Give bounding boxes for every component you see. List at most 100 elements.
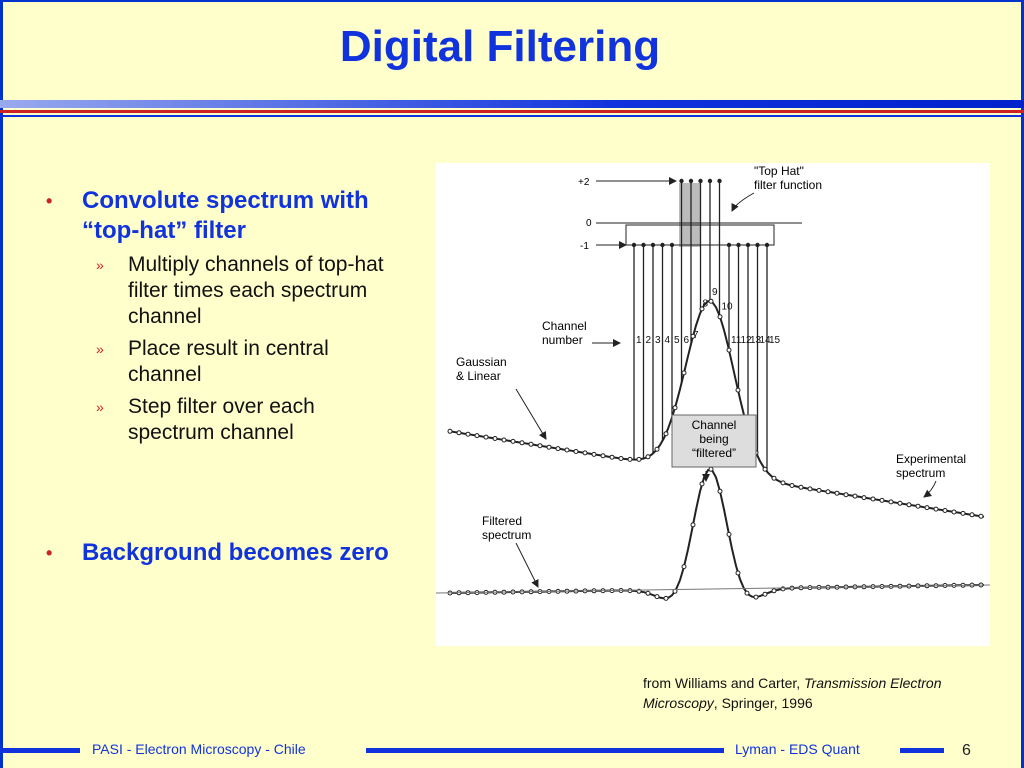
title-divider-thin — [0, 115, 1024, 117]
label-linear: & Linear — [456, 369, 501, 383]
arrow-gaussian — [515, 388, 547, 440]
filtered-point — [699, 481, 705, 487]
sub-bullet-text: Multiply channels of top-hat filter time… — [128, 253, 384, 328]
spectrum-point — [447, 428, 453, 434]
sub-bullet-item: » Multiply channels of top-hat filter ti… — [40, 252, 390, 330]
label-gaussian: Gaussian — [456, 355, 507, 369]
label-channel-being-1: Channel — [692, 418, 737, 432]
spectrum-point — [636, 456, 642, 462]
filtered-point — [753, 594, 759, 600]
spectrum-point — [609, 454, 615, 460]
spectrum-point — [627, 456, 633, 462]
spectrum-point — [726, 347, 732, 353]
filter-point — [736, 242, 741, 248]
spectrum-point — [708, 298, 714, 304]
spectrum-point — [573, 449, 579, 454]
spectrum-point — [690, 333, 696, 339]
spectrum-point — [528, 441, 534, 447]
label-zero: 0 — [586, 218, 592, 229]
spectrum-point — [465, 431, 471, 437]
filter-point — [726, 242, 732, 248]
filter-point — [641, 242, 646, 248]
spectrum-point — [591, 451, 597, 457]
sub-bullet-item: » Step filter over each spectrum channel — [40, 394, 390, 446]
arrow-filtered — [515, 542, 539, 588]
filtered-point — [726, 531, 732, 537]
filter-point — [745, 242, 751, 248]
bullet-dot-icon: • — [46, 543, 53, 563]
channel-number-label: 4 — [665, 335, 671, 346]
top-hat-shading — [679, 183, 701, 247]
spectrum-point — [888, 499, 894, 505]
spectrum-point — [780, 480, 786, 486]
label-top-hat: "Top Hat" — [754, 164, 804, 178]
filtered-point — [663, 595, 669, 601]
chevron-icon: » — [96, 257, 104, 273]
filtered-point — [708, 466, 714, 472]
label-filtered-spectrum: spectrum — [482, 528, 531, 542]
spectrum-point — [492, 436, 498, 441]
channel-number-label: 12 — [741, 335, 753, 346]
caption-book-title: Transmission Electron Microscopy — [643, 675, 942, 711]
filter-point — [698, 178, 703, 184]
bullet-dot-icon: • — [46, 191, 53, 211]
footer-line — [900, 748, 944, 753]
spectrum-point — [600, 453, 606, 459]
label-channel-being-2: being — [699, 432, 728, 446]
footer-left-text: PASI - Electron Microscopy - Chile — [92, 741, 306, 757]
filtered-point — [771, 588, 777, 594]
channel-being-filtered-box — [671, 414, 757, 468]
spectrum-point — [645, 454, 651, 460]
title-divider-red — [0, 110, 1024, 113]
spectrum-point — [474, 433, 480, 439]
spectrum-point — [978, 513, 984, 519]
label-channel-being-3: “filtered” — [692, 446, 736, 460]
zero-baseline — [436, 584, 990, 594]
spectrum-point — [879, 497, 885, 503]
bullet-text: Background becomes zero — [82, 539, 389, 566]
spectrum-point — [861, 495, 867, 501]
filter-point — [717, 178, 722, 184]
spectrum-point — [717, 314, 723, 320]
label-channel: Channel — [542, 319, 587, 333]
label-experimental-spectrum: spectrum — [896, 466, 945, 480]
bullet-item: • Background becomes zero — [40, 538, 390, 568]
title-divider-blue — [0, 100, 1024, 108]
channel-number-label: 2 — [646, 335, 652, 346]
spectrum-point — [564, 447, 570, 453]
spectrum-point — [969, 512, 975, 518]
spectrum-point — [951, 509, 957, 515]
spectrum-point — [816, 487, 822, 493]
filtered-point — [735, 570, 741, 576]
label-filtered: Filtered — [482, 514, 522, 528]
spectrum-point — [960, 510, 966, 516]
spectrum-point — [456, 430, 462, 436]
channel-number-label: 1 — [636, 335, 642, 346]
filtered-point — [690, 522, 696, 528]
channel-number-label: 13 — [750, 335, 762, 346]
label-experimental: Experimental — [896, 452, 966, 466]
arrow-experimental — [923, 480, 937, 498]
chevron-icon: » — [96, 341, 104, 357]
spectrum-point — [735, 387, 741, 393]
footer-right-text: Lyman - EDS Quant — [735, 741, 860, 757]
channel-number-label: 3 — [655, 335, 661, 346]
experimental-spectrum-curve — [447, 300, 985, 518]
bullet-list: • Convolute spectrum with “top-hat” filt… — [40, 186, 390, 568]
channel-number-label: 6 — [684, 335, 690, 346]
label-filter-function: filter function — [754, 178, 822, 192]
spectrum-point — [870, 496, 876, 502]
spectrum-point — [915, 503, 921, 509]
sub-bullet-text: Place result in central channel — [128, 337, 329, 386]
spectrum-point — [897, 500, 903, 506]
channel-number-label: 11 — [731, 335, 742, 346]
left-border — [0, 0, 3, 768]
caption-suffix: , Springer, 1996 — [713, 695, 813, 711]
spectrum-point — [555, 446, 561, 452]
spectrum-point — [789, 483, 795, 488]
sub-bullet-text: Step filter over each spectrum channel — [128, 395, 315, 444]
page-number: 6 — [962, 742, 971, 759]
spectrum-point — [924, 505, 930, 511]
label-plus2: +2 — [578, 177, 590, 188]
